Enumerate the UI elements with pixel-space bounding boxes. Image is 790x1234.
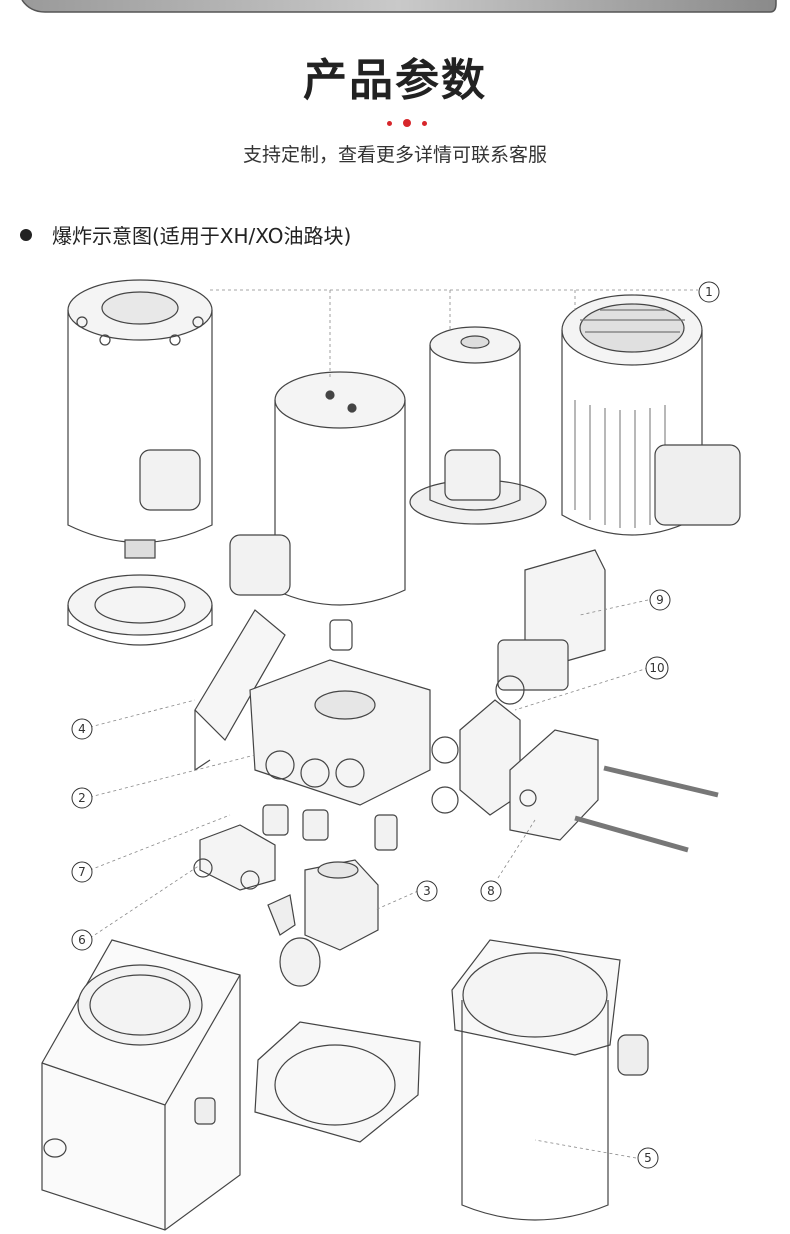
motor-large-illustration — [67, 279, 213, 559]
top-image-frame — [0, 0, 790, 14]
callout-4: 4 — [71, 718, 93, 740]
check-valve-illustration — [431, 699, 521, 816]
valve-block-illustration — [509, 729, 719, 853]
section-title: 产品参数 — [303, 55, 487, 106]
svg-text:4: 4 — [78, 722, 86, 736]
callout-2: 2 — [71, 787, 93, 809]
svg-text:10: 10 — [649, 661, 664, 675]
svg-text:3: 3 — [423, 884, 431, 898]
svg-text:2: 2 — [78, 791, 86, 805]
diagram-heading-row: 爆炸示意图(适用于XH/XO油路块) — [20, 220, 351, 249]
diagram-heading: 爆炸示意图(适用于XH/XO油路块) — [52, 224, 352, 248]
gear-pump-illustration — [267, 859, 379, 987]
divider-dot — [387, 120, 392, 126]
callout-3: 3 — [416, 880, 438, 902]
callout-6: 6 — [71, 929, 93, 951]
bullet-icon — [20, 228, 32, 241]
motor-middle-illustration — [229, 371, 406, 651]
svg-text:8: 8 — [487, 884, 495, 898]
flange-ring-illustration — [67, 574, 213, 646]
svg-text:7: 7 — [78, 865, 86, 879]
square-tank-illustration — [41, 939, 241, 1231]
callout-9: 9 — [649, 589, 671, 611]
svg-text:5: 5 — [644, 1151, 652, 1165]
callout-8: 8 — [480, 880, 502, 902]
svg-text:1: 1 — [705, 285, 713, 299]
callout-7: 7 — [71, 861, 93, 883]
solenoid-valve-illustration — [495, 549, 606, 705]
divider-dot — [403, 119, 411, 127]
callout-markers: 1 9 10 4 2 7 6 3 8 5 — [71, 281, 720, 1169]
callout-1: 1 — [698, 281, 720, 303]
manifold-block-illustration — [249, 659, 431, 806]
motor-ac-illustration — [561, 294, 741, 536]
flange-plate-illustration — [254, 1021, 421, 1143]
svg-text:9: 9 — [656, 593, 664, 607]
fittings-illustration — [193, 804, 398, 891]
round-tank-illustration — [451, 939, 649, 1221]
exploded-view-diagram: 1 9 10 4 2 7 6 3 8 5 — [41, 279, 741, 1231]
title-divider-dots — [387, 117, 427, 129]
motor-small-illustration — [409, 326, 547, 525]
divider-dot — [422, 120, 427, 126]
section-subtitle: 支持定制，查看更多详情可联系客服 — [242, 144, 547, 166]
leader-lines — [89, 289, 698, 1159]
svg-text:6: 6 — [78, 933, 86, 947]
callout-10: 10 — [645, 656, 669, 680]
callout-5: 5 — [637, 1147, 659, 1169]
